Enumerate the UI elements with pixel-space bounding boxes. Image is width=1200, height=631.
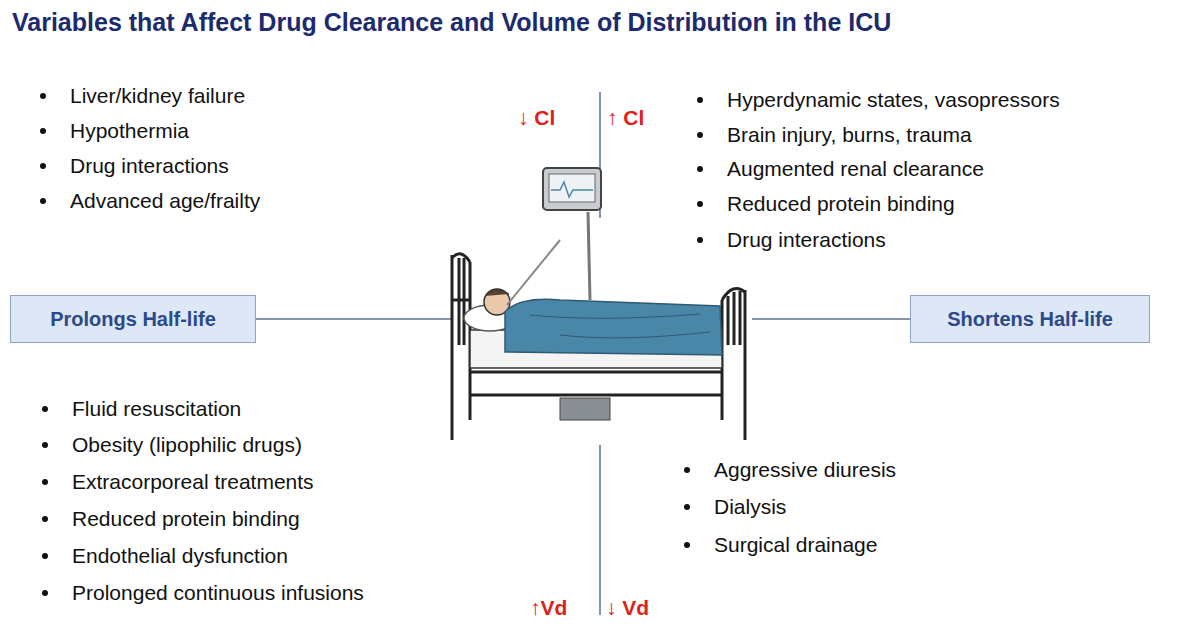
diagram-title: Variables that Affect Drug Clearance and… (12, 8, 891, 37)
axis-marker: ↑ Cl (607, 106, 644, 130)
axis-marker: ↓ Vd (606, 596, 649, 620)
half-life-box: Prolongs Half-life (10, 295, 256, 343)
axis-marker: ↓ Cl (518, 106, 555, 130)
list-item: Drug interactions (70, 154, 229, 178)
list-item: Drug interactions (727, 228, 886, 252)
half-life-box: Shortens Half-life (910, 295, 1150, 343)
list-item: Reduced protein binding (727, 192, 955, 216)
list-item: Endothelial dysfunction (72, 544, 288, 568)
list-item: Aggressive diuresis (714, 458, 896, 482)
list-item: Augmented renal clearance (727, 157, 984, 181)
axis-line (752, 318, 910, 320)
bed-illustration (452, 168, 745, 440)
list-item: Dialysis (714, 495, 786, 519)
list-item: Extracorporeal treatments (72, 470, 314, 494)
list-item: Advanced age/frailty (70, 189, 260, 213)
list-item: Obesity (lipophilic drugs) (72, 433, 302, 457)
list-item: Liver/kidney failure (70, 84, 245, 108)
axis-marker: ↑Vd (530, 596, 567, 620)
list-item: Reduced protein binding (72, 507, 300, 531)
list-item: Surgical drainage (714, 533, 877, 557)
box-label: Shortens Half-life (947, 308, 1113, 331)
axis-line (256, 318, 452, 320)
list-item: Fluid resuscitation (72, 397, 241, 421)
list-item: Prolonged continuous infusions (72, 581, 364, 605)
list-item: Hypothermia (70, 119, 189, 143)
list-item: Brain injury, burns, trauma (727, 123, 972, 147)
axis-line (599, 445, 601, 615)
list-item: Hyperdynamic states, vasopressors (727, 88, 1060, 112)
box-label: Prolongs Half-life (50, 308, 216, 331)
